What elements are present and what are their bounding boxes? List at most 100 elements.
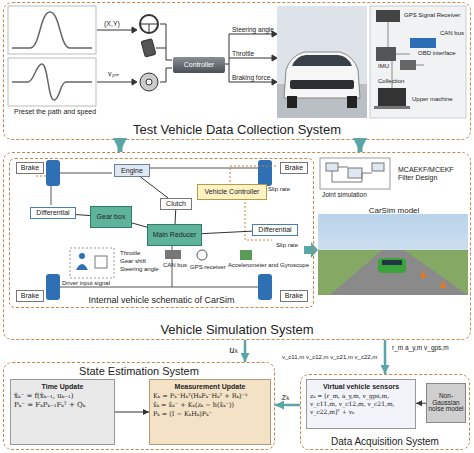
sim-car [378, 258, 406, 273]
part-label: r_m a_y,m v_gps,m [392, 344, 449, 351]
mechanical-link [202, 231, 252, 233]
flow-arrow [275, 404, 300, 407]
panel-background [370, 6, 466, 118]
signal-wire [97, 30, 132, 82]
system-group: Test Vehicle Data Collection System Contr… [3, 2, 471, 140]
part-label: (X,Y) [104, 20, 120, 28]
gps-receiver-icon [376, 10, 400, 22]
system-group: State Estimation SystemTime Updatex̂ₖ⁻ =… [3, 362, 275, 450]
node-title: Gear box [97, 213, 126, 220]
signal-label: uₖ [229, 345, 238, 355]
node-title: Vehicle Controller [205, 188, 260, 195]
part-label: Slip rate [276, 242, 298, 249]
part-label: v_c11,m v_c12,m v_c21,m v_c22,m [282, 354, 377, 361]
part-label: Accelerometer and Gyroscope [228, 262, 309, 269]
schematic-group: Internal vehicle schematic of CarSim Engi… [9, 158, 314, 308]
arrow-head [272, 55, 277, 61]
gearbox-box: Gear box [90, 206, 132, 228]
part-label: IMU [378, 63, 389, 70]
car-wheel [287, 96, 297, 108]
brake-box: Brake [16, 162, 44, 174]
car-wheel [347, 96, 357, 108]
control-wire [224, 34, 272, 82]
node-title: Non-Gaussian noise model [428, 393, 464, 413]
part-label: CAN bus [440, 30, 464, 37]
part-label: MCAEKF/MCEKF Filter Design [398, 166, 468, 181]
simulink-wire [332, 167, 372, 182]
part-label: GPS Signal Receiver [404, 12, 460, 19]
brake-disc-hub [146, 79, 152, 85]
mechanical-link [416, 403, 426, 404]
can-box-icon [410, 38, 436, 48]
part-label: CAN bus [163, 262, 187, 269]
node-title: Differential [36, 209, 69, 216]
simulink-block [348, 168, 362, 178]
speed-curve [12, 64, 92, 100]
clutch-box: Clutch [160, 198, 192, 210]
part-label: Upper machine [412, 96, 453, 103]
differential-box: Differential [30, 207, 76, 219]
part-label: Steering angle [120, 266, 159, 273]
flow-arrow [358, 140, 363, 152]
driver-box [70, 248, 114, 278]
node-title: Brake [285, 292, 303, 299]
sensor-box: Virtual vehicle sensors zₖ = [r_m, a_y,m,… [306, 379, 416, 429]
accelerometer-icon [240, 250, 252, 260]
node-title: Internal vehicle schematic of CarSim [10, 295, 313, 305]
simulink-block [326, 163, 338, 171]
brake-box: Brake [280, 162, 308, 174]
cone [440, 280, 446, 288]
node-title: Vehicle Simulation System [4, 322, 470, 337]
equation-text: zₖ = [r_m, a_y,m, v_gps,m, v_c11,m, v_c1… [310, 392, 412, 416]
part-label: Slip rate [268, 186, 290, 193]
preset-plots [8, 6, 96, 106]
part-label: Preset the path and speed [14, 108, 96, 116]
gps-icon [197, 250, 207, 260]
carsim-view: CarSim model [319, 204, 469, 296]
road [330, 250, 468, 295]
part-label: Joint simulation [322, 191, 367, 198]
laptop-base [374, 106, 410, 109]
part-label: Collection [378, 78, 404, 85]
carsim-scene [318, 214, 468, 295]
grass [318, 250, 468, 295]
node-title: Test Vehicle Data Collection System [4, 122, 470, 137]
equation-text: Pₖ = (I − KₖHₖ)Pₖ⁻ [153, 410, 267, 419]
sim-car-window [382, 260, 402, 265]
cone [420, 270, 426, 278]
part-label: vₚᵣₑ [108, 70, 119, 78]
pedal-icon [95, 256, 107, 268]
sky [318, 214, 468, 295]
wheel [46, 274, 60, 300]
car-body [284, 52, 360, 98]
flow-arrow [384, 340, 387, 374]
node-title: State Estimation System [4, 365, 274, 377]
collection-panel [370, 6, 466, 118]
node-title: Data Acquisition System [301, 436, 469, 447]
node-title: Brake [21, 292, 39, 299]
flow-arrow [244, 340, 247, 362]
part-label: Gear shift [120, 258, 146, 265]
node-title: Controller [184, 61, 214, 68]
driver-icon [76, 264, 88, 270]
equation-text: x̂ₖ = x̂ₖ⁻ + Kₖ(zₖ − h(x̂ₖ⁻)) [153, 401, 267, 410]
node-title: Engine [121, 167, 143, 174]
node-title: CarSim model [319, 206, 469, 215]
photo-background [277, 6, 367, 118]
node-title: Brake [21, 164, 39, 171]
equation-text: Kₖ = Pₖ⁻Hₖᵀ(HₖPₖ⁻Hₖᵀ + Rₖ)⁻¹ [153, 392, 267, 401]
node-title: Virtual vehicle sensors [310, 383, 412, 390]
joint-simulation-graphic [320, 158, 390, 189]
input-icons [97, 15, 277, 91]
wheel [258, 160, 272, 186]
brake-box: Brake [16, 290, 44, 302]
part-label: Throttle [120, 250, 140, 257]
driver-icon [79, 253, 85, 259]
mechanical-link [115, 412, 149, 413]
node-title: Measurement Update [153, 383, 267, 390]
mechanical-link [175, 210, 177, 224]
signal-label: zₖ [282, 392, 290, 402]
steering-wheel-icon [140, 15, 158, 33]
car-grille [290, 80, 354, 89]
